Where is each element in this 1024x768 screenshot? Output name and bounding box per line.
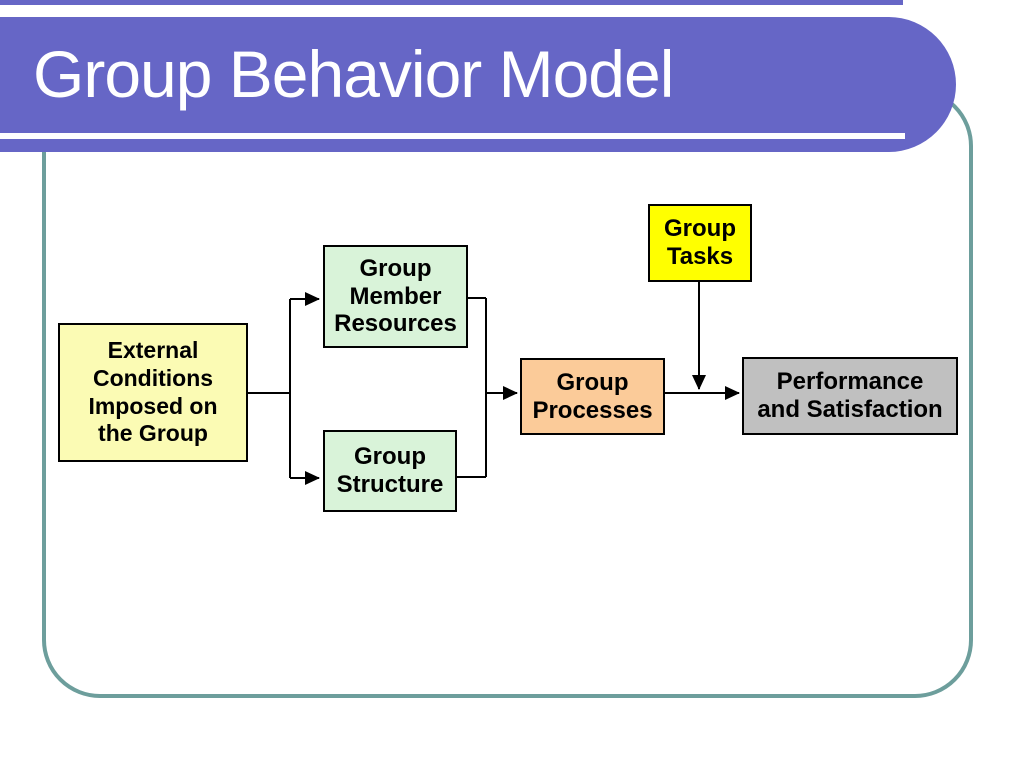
node-group-tasks-label: Group Tasks: [664, 215, 736, 270]
node-group-member-resources-label: Group Member Resources: [334, 254, 457, 338]
node-performance-and-satisfaction-label: Performance and Satisfaction: [757, 368, 943, 423]
node-performance-and-satisfaction: Performance and Satisfaction: [742, 357, 958, 435]
node-external-conditions: External Conditions Imposed on the Group: [58, 323, 248, 462]
node-group-member-resources: Group Member Resources: [323, 245, 468, 348]
node-group-structure: Group Structure: [323, 430, 457, 512]
header-band: [0, 17, 956, 152]
slide-title: Group Behavior Model: [33, 37, 674, 111]
node-group-processes: Group Processes: [520, 358, 665, 435]
node-group-tasks: Group Tasks: [648, 204, 752, 282]
node-group-processes-label: Group Processes: [532, 368, 653, 424]
header-top-strip: [0, 0, 903, 5]
node-group-structure-label: Group Structure: [336, 443, 444, 498]
node-external-conditions-label: External Conditions Imposed on the Group: [88, 337, 218, 447]
header-underline: [0, 133, 905, 139]
